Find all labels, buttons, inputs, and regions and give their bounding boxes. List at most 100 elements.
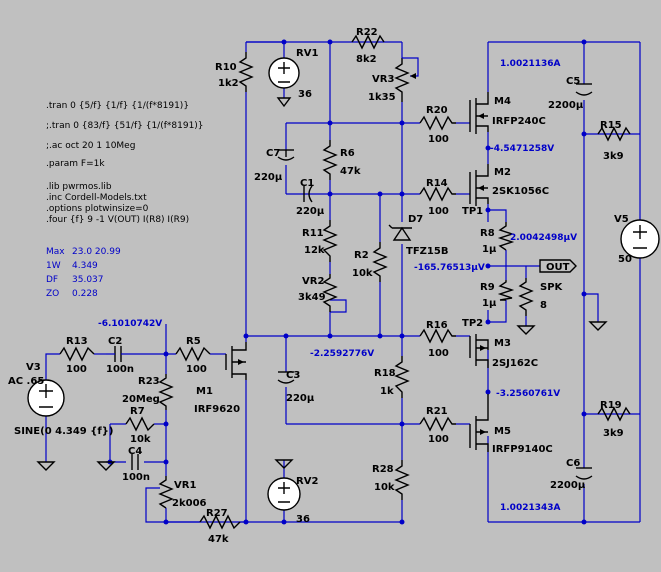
measure-value: 4.349 xyxy=(72,261,98,271)
measure-value: 35.037 xyxy=(72,275,104,285)
measure-value: 23.0 20.99 xyxy=(72,247,121,257)
probe-m3-drain: -3.2560761V xyxy=(496,389,560,399)
label-m1-value: IRF9620 xyxy=(194,404,240,415)
label-spk-name: SPK xyxy=(540,282,564,293)
resistor-r7[interactable] xyxy=(125,416,155,432)
probe-current-top: 1.0021136A xyxy=(500,59,561,69)
label-r22-name: R22 xyxy=(356,27,378,38)
label-v3-name: V3 xyxy=(26,362,41,373)
resistor-r18[interactable] xyxy=(394,356,410,398)
resistor-r6[interactable] xyxy=(322,140,338,180)
tran-alt-directive: ;.tran 0 {83/f} {51/f} {1/(f*8191)} xyxy=(46,121,204,131)
resistor-r9[interactable] xyxy=(497,280,515,301)
resistor-r19[interactable] xyxy=(597,406,631,422)
mosfet-m1[interactable] xyxy=(225,342,247,380)
label-vr1-name: VR1 xyxy=(174,480,196,491)
resistor-r14[interactable] xyxy=(419,186,456,202)
label-c5-name: C5 xyxy=(566,76,580,87)
label-d7-name: D7 xyxy=(408,214,423,225)
label-rv2-name: RV2 xyxy=(296,476,318,487)
mosfet-m2[interactable] xyxy=(469,164,489,206)
label-v3-sine: SINE(0 4.349 {f}) xyxy=(14,426,113,437)
label-m4-name: M4 xyxy=(494,96,511,107)
out-port[interactable] xyxy=(539,259,577,273)
resistor-r10[interactable] xyxy=(238,52,254,92)
mosfet-m5[interactable] xyxy=(469,394,489,452)
resistor-r15[interactable] xyxy=(597,126,631,142)
label-c4-name: C4 xyxy=(128,446,142,457)
mosfet-m4[interactable] xyxy=(469,92,489,134)
component-labels: R10 1k2 RV1 36 R22 8k2 VR3 1k35 R20 100 … xyxy=(8,27,632,545)
label-c4-value: 100n xyxy=(122,472,150,483)
measure-label: ZO xyxy=(46,289,59,299)
resistor-r28[interactable] xyxy=(394,460,410,500)
voltage-source-rv1[interactable] xyxy=(268,57,300,89)
capacitor-c6[interactable] xyxy=(575,467,593,480)
capacitor-c7[interactable] xyxy=(277,149,295,161)
resistor-spk[interactable] xyxy=(518,278,534,316)
resistor-vr3[interactable] xyxy=(394,57,419,102)
capacitor-c2[interactable] xyxy=(106,346,130,362)
capacitor-c4[interactable] xyxy=(131,454,139,470)
voltage-source-v3[interactable] xyxy=(27,379,65,417)
label-r23-value: 20Meg xyxy=(122,394,160,405)
resistor-vr1[interactable] xyxy=(145,476,174,509)
resistor-r13[interactable] xyxy=(59,346,95,362)
label-r13-value: 100 xyxy=(66,364,87,375)
zener-diode-d7[interactable] xyxy=(388,224,412,241)
resistor-r16[interactable] xyxy=(419,328,456,344)
ground-symbol xyxy=(96,461,116,471)
label-c5-value: 2200µ xyxy=(548,100,584,111)
mosfet-m3[interactable] xyxy=(469,334,489,368)
measure-label: 1W xyxy=(46,261,61,271)
ac-directive: ;.ac oct 20 1 10Meg xyxy=(46,141,135,151)
ground-symbol xyxy=(274,459,294,469)
param-directive: .param F=1k xyxy=(46,159,105,169)
resistor-r2[interactable] xyxy=(372,242,388,282)
tran-directive: .tran 0 {5/f} {1/f} {1/(f*8191)} xyxy=(46,101,189,111)
label-r9-value: 1µ xyxy=(482,298,497,309)
capacitor-c5[interactable] xyxy=(575,83,593,96)
resistor-vr2[interactable] xyxy=(322,274,338,312)
lib-directive: .lib pwrmos.lib xyxy=(46,182,112,192)
label-r19-value: 3k9 xyxy=(603,428,624,439)
label-r9-name: R9 xyxy=(480,282,495,293)
voltage-source-v5[interactable] xyxy=(620,219,660,259)
capacitor-c3[interactable] xyxy=(277,371,295,384)
label-r7-name: R7 xyxy=(130,406,145,417)
resistor-r21[interactable] xyxy=(419,416,456,432)
label-m3-value: 2SJ162C xyxy=(492,358,538,369)
label-r10-value: 1k2 xyxy=(218,78,239,89)
label-c2-name: C2 xyxy=(108,336,122,347)
resistor-r5[interactable] xyxy=(175,346,211,362)
label-v5-value: 50 xyxy=(618,254,632,265)
label-rv2-value: 36 xyxy=(296,514,310,525)
measurement-block: Max 23.0 20.99 1W 4.349 DF 35.037 ZO 0.2… xyxy=(46,247,121,299)
capacitor-c1[interactable] xyxy=(303,185,313,203)
label-r22-value: 8k2 xyxy=(356,54,377,65)
voltage-source-rv2[interactable] xyxy=(267,477,301,511)
label-r5-name: R5 xyxy=(186,336,201,347)
label-c1-name: C1 xyxy=(300,178,314,189)
resistor-r8[interactable] xyxy=(497,222,515,251)
measure-label: DF xyxy=(46,275,58,285)
label-c1-value: 220µ xyxy=(296,206,325,217)
resistor-r11[interactable] xyxy=(322,220,338,262)
label-vr2-value: 3k49 xyxy=(298,292,326,303)
label-vr3-value: 1k35 xyxy=(368,92,396,103)
label-r18-name: R18 xyxy=(374,368,396,379)
resistor-r27[interactable] xyxy=(199,514,241,530)
label-c6-value: 2200µ xyxy=(550,480,586,491)
measure-label: Max xyxy=(46,247,65,257)
label-r8-name: R8 xyxy=(480,228,495,239)
resistor-r20[interactable] xyxy=(419,115,456,131)
resistor-r23[interactable] xyxy=(158,374,174,410)
resistor-r22[interactable] xyxy=(351,34,385,50)
label-r2-value: 10k xyxy=(352,268,373,279)
ground-symbol xyxy=(516,325,536,335)
probe-out-voltage: -165.76513µV xyxy=(414,263,485,273)
inc-directive: .inc Cordell-Models.txt xyxy=(46,193,147,203)
ground-symbol xyxy=(276,97,292,108)
label-m5-value: IRFP9140C xyxy=(492,444,553,455)
label-r15-value: 3k9 xyxy=(603,151,624,162)
